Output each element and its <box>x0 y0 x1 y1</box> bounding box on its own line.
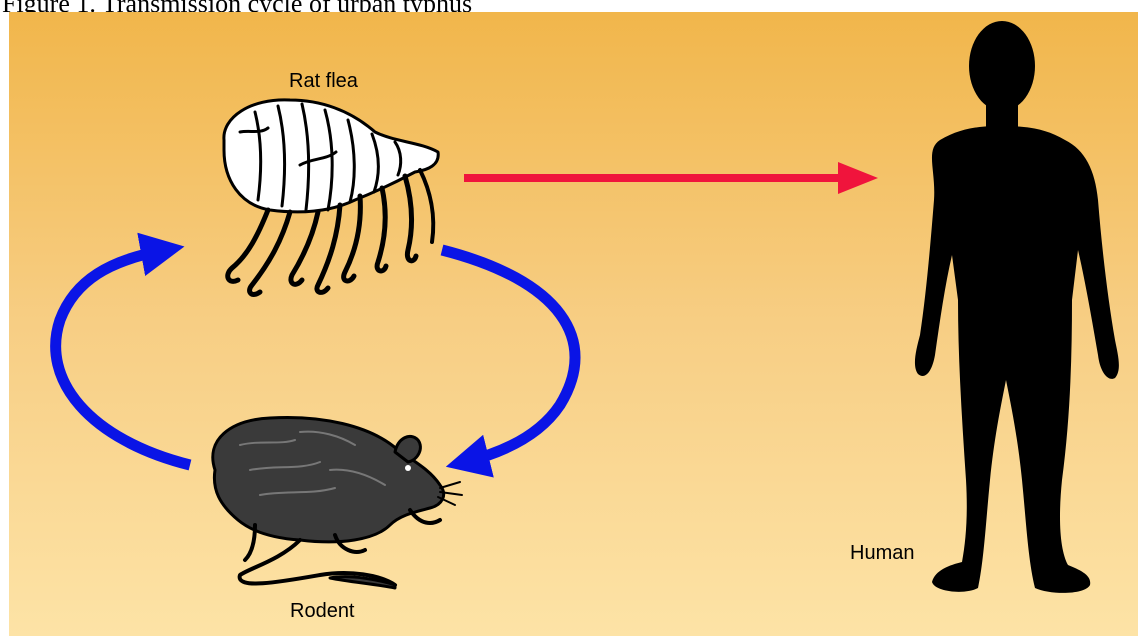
rodent-icon <box>213 417 462 588</box>
human-silhouette-icon <box>915 21 1119 593</box>
rodent-label: Rodent <box>290 600 355 623</box>
flea-label: Rat flea <box>289 70 358 93</box>
flea-icon <box>224 100 438 295</box>
human-label: Human <box>850 542 914 565</box>
cycle-arrow-flea-to-rodent <box>442 250 575 462</box>
cycle-arrow-rodent-to-flea <box>56 250 190 465</box>
